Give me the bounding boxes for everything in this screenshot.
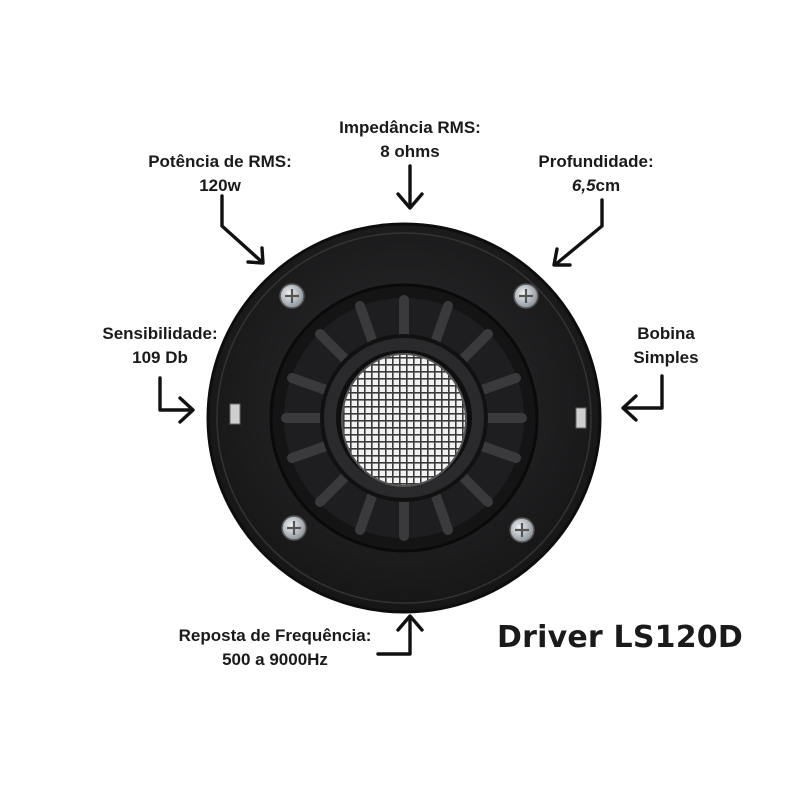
frequency-label: Reposta de Frequência: 500 a 9000Hz: [178, 626, 372, 669]
depth-unit: cm: [595, 176, 621, 195]
impedance-label: Impedância RMS: 8 ohms: [339, 118, 481, 161]
arrow-diagonal-icon: [552, 198, 604, 267]
terminal-left-icon: [229, 403, 241, 425]
screw-icon: [509, 517, 535, 543]
screw-icon: [281, 515, 307, 541]
driver-body: [206, 222, 602, 614]
arrow-left-icon: [621, 374, 664, 422]
coil-label: Bobina Simples: [633, 324, 699, 367]
arrow-diagonal-icon: [220, 194, 265, 265]
arrow-right-icon: [158, 376, 195, 424]
mesh-grille: [341, 353, 467, 487]
depth-value: 6,5: [571, 176, 596, 195]
screw-icon: [513, 283, 539, 309]
terminal-right-icon: [575, 407, 587, 429]
cooling-fins: [281, 295, 527, 541]
arrow-up-icon: [376, 614, 424, 656]
arrow-down-icon: [396, 164, 424, 210]
power-label: Potência de RMS: 120w: [148, 152, 292, 195]
sensitivity-label: Sensibilidade: 109 Db: [102, 324, 218, 367]
depth-label: Profundidade: 6,5cm: [538, 152, 654, 195]
product-title: Driver LS120D: [497, 620, 743, 655]
screw-icon: [279, 283, 305, 309]
